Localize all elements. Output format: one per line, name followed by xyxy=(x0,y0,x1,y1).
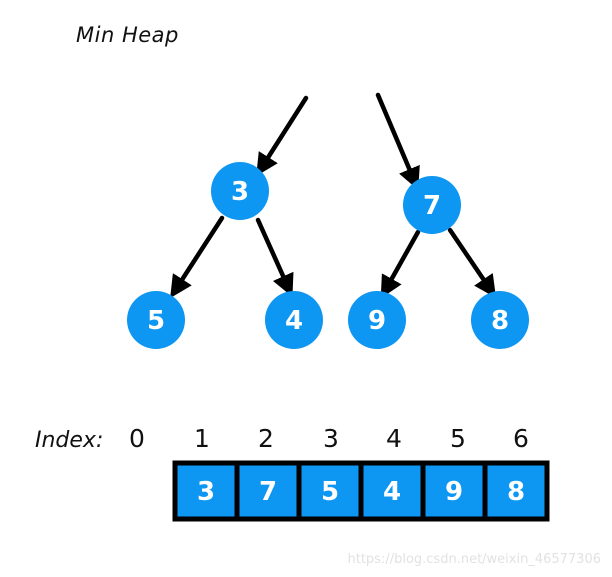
tree-node-circle xyxy=(265,291,323,349)
array-cell[interactable]: 3 xyxy=(172,460,240,522)
tree-node-circle xyxy=(211,162,269,220)
array-cell[interactable]: 8 xyxy=(482,460,550,522)
tree-node-circle xyxy=(471,291,529,349)
index-number: 4 xyxy=(386,424,402,453)
tree-node[interactable]: 5 xyxy=(127,291,185,349)
array-cell[interactable]: 4 xyxy=(358,460,426,522)
tree-node-value: 3 xyxy=(231,177,249,207)
tree-node[interactable]: 8 xyxy=(471,291,529,349)
array-cell-box xyxy=(296,460,364,522)
tree-edge-arrow xyxy=(256,95,309,177)
tree-node-value: 8 xyxy=(491,306,509,336)
tree-edge-arrow xyxy=(375,92,420,190)
tree-node[interactable]: 4 xyxy=(265,291,323,349)
tree-nodes-group: 3 7 5 4 9 8 xyxy=(127,162,529,349)
array-cell[interactable]: 9 xyxy=(420,460,488,522)
index-number: 5 xyxy=(450,424,466,453)
tree-edge-arrow xyxy=(447,227,497,298)
array-cell-value: 9 xyxy=(445,477,463,507)
array-cell-value: 5 xyxy=(321,477,339,507)
array-cell[interactable]: 5 xyxy=(296,460,364,522)
tree-node-value: 7 xyxy=(423,191,441,221)
array-cell-box xyxy=(482,460,550,522)
tree-node-circle xyxy=(403,176,461,234)
tree-node-value: 4 xyxy=(285,306,303,336)
array-cell-box xyxy=(234,460,302,522)
tree-edges-group xyxy=(170,92,497,299)
tree-node[interactable]: 9 xyxy=(348,291,406,349)
index-number: 3 xyxy=(323,424,339,453)
tree-node[interactable]: 3 xyxy=(211,162,269,220)
array-cell-value: 7 xyxy=(259,477,277,507)
tree-node-value: 5 xyxy=(147,306,165,336)
tree-node-value: 9 xyxy=(368,306,386,336)
array-cell-value: 4 xyxy=(383,477,401,507)
array-cell-value: 3 xyxy=(197,477,215,507)
index-number: 6 xyxy=(513,424,529,453)
array-cell-box xyxy=(358,460,426,522)
tree-node-circle xyxy=(127,291,185,349)
diagram-title-group: Min Heap xyxy=(76,23,179,47)
index-row-group: Index: 0 1 2 3 4 5 6 xyxy=(35,424,529,453)
watermark: https://blog.csdn.net/weixin_46577306 xyxy=(347,552,601,567)
tree-node[interactable]: 7 xyxy=(403,176,461,234)
array-cell-value: 8 xyxy=(507,477,525,507)
array-cells-group: 3 7 5 4 9 8 xyxy=(172,460,550,522)
tree-node-circle xyxy=(348,291,406,349)
index-number: 1 xyxy=(194,424,210,453)
index-number: 0 xyxy=(129,424,145,453)
array-cell[interactable]: 7 xyxy=(234,460,302,522)
index-row-label: Index: xyxy=(35,428,103,453)
index-number: 2 xyxy=(258,424,274,453)
tree-edge-arrow xyxy=(380,229,421,299)
tree-edge-arrow xyxy=(170,215,225,299)
tree-edge-arrow xyxy=(255,217,294,297)
page-title: Min Heap xyxy=(76,23,179,47)
